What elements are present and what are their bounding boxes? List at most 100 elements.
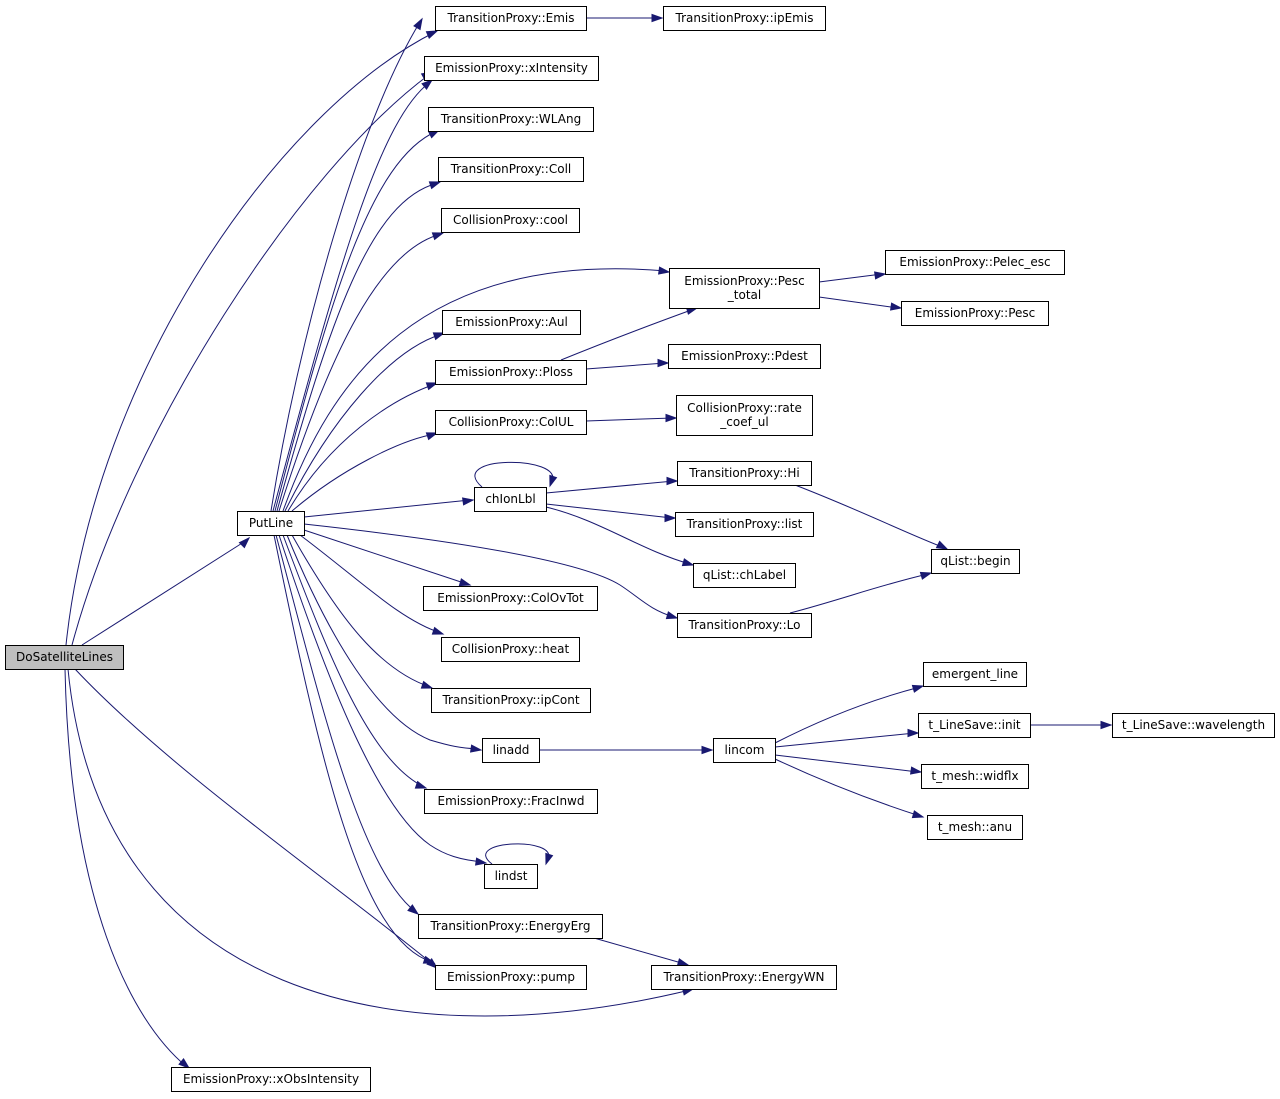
node-ipcont[interactable]: TransitionProxy::ipCont [431,688,591,713]
edge [794,484,946,549]
edge [303,529,468,585]
node-label: CollisionProxy::heat [452,642,570,656]
arrowhead [919,571,933,580]
node-box [677,613,812,638]
node-label: qList::begin [940,554,1010,568]
node-ratecoef[interactable]: CollisionProxy::rate_coef_ul [676,395,813,436]
edge [818,273,883,283]
edge [774,732,916,748]
node-aul[interactable]: EmissionProxy::Aul [442,310,581,335]
edge [291,534,431,688]
node-chionlbl[interactable]: chIonLbl [474,487,547,512]
node-pesctotal[interactable]: EmissionProxy::Pesc_total [669,268,820,309]
node-box [923,662,1027,687]
node-energyerg[interactable]: TransitionProxy::EnergyErg [418,914,603,939]
node-colul[interactable]: CollisionProxy::ColUL [435,410,587,435]
node-box [663,6,826,31]
arrowhead [651,13,664,23]
node-cool[interactable]: CollisionProxy::cool [441,208,580,233]
nodes: DoSatelliteLinesPutLineTransitionProxy::… [5,6,1275,1092]
arrowhead [658,266,671,275]
node-lsinit[interactable]: t_LineSave::init [918,713,1031,738]
node-label: TransitionProxy::EnergyWN [663,970,825,984]
edge [303,499,471,518]
node-emis[interactable]: TransitionProxy::Emis [435,6,587,31]
node-anu[interactable]: t_mesh::anu [927,815,1023,840]
node-hi[interactable]: TransitionProxy::Hi [677,461,812,486]
node-pesc[interactable]: EmissionProxy::Pesc [901,301,1049,326]
edge [286,534,479,750]
node-label: _total [727,288,761,302]
node-label: EmissionProxy::Pdest [681,349,808,363]
node-box [442,310,581,335]
arrowhead [935,540,949,550]
node-lo[interactable]: TransitionProxy::Lo [677,613,812,638]
node-ipemis[interactable]: TransitionProxy::ipEmis [663,6,826,31]
node-label: TransitionProxy::list [686,517,803,531]
node-fracinwd[interactable]: EmissionProxy::FracInwd [424,789,598,814]
node-ploss[interactable]: EmissionProxy::Ploss [435,360,587,385]
edge [275,534,417,913]
node-box [5,645,124,670]
node-label: EmissionProxy::xObsIntensity [183,1072,359,1086]
edge [287,383,436,512]
node-box [677,461,812,486]
edge [545,480,675,494]
node-list[interactable]: TransitionProxy::list [675,512,814,537]
node-box [484,864,538,889]
node-label: t_LineSave::wavelength [1122,718,1265,732]
edge [273,534,433,963]
node-box [435,965,587,990]
arrowhead [421,79,434,90]
edge [284,333,443,512]
node-begin[interactable]: qList::begin [931,549,1020,574]
node-colovtot[interactable]: EmissionProxy::ColOvTot [423,586,598,611]
node-wlang[interactable]: TransitionProxy::WLAng [428,107,594,132]
edge [585,417,674,422]
node-pdest[interactable]: EmissionProxy::Pdest [668,344,821,369]
node-lincom[interactable]: lincom [713,738,776,763]
node-box [901,301,1049,326]
node-box [424,789,598,814]
node-label: t_LineSave::init [928,718,1021,732]
node-emergent[interactable]: emergent_line [923,662,1027,687]
node-box [676,395,813,436]
arrowhead [874,271,887,280]
edge [774,754,919,773]
arrowhead [414,780,428,789]
node-box [237,511,305,536]
node-lindst[interactable]: lindst [484,864,538,889]
node-pelecesc[interactable]: EmissionProxy::Pelec_esc [885,250,1065,275]
node-box [474,487,547,512]
node-box [931,549,1020,574]
node-dosat[interactable]: DoSatelliteLines [5,645,124,670]
arrowhead [907,728,920,738]
node-xobs[interactable]: EmissionProxy::xObsIntensity [171,1067,371,1092]
node-linadd[interactable]: linadd [482,738,540,763]
node-wavelength[interactable]: t_LineSave::wavelength [1112,713,1275,738]
node-label: t_mesh::widflx [931,769,1018,783]
edge [291,433,436,512]
node-chlabel[interactable]: qList::chLabel [693,563,796,588]
node-coll[interactable]: TransitionProxy::Coll [438,157,584,182]
edge [474,461,554,488]
node-widflx[interactable]: t_mesh::widflx [921,764,1029,789]
node-label: CollisionProxy::rate [687,401,802,415]
node-energywn[interactable]: TransitionProxy::EnergyWN [651,965,837,990]
node-heat[interactable]: CollisionProxy::heat [441,637,580,662]
node-label: CollisionProxy::ColUL [449,415,574,429]
node-label: TransitionProxy::Hi [688,466,799,480]
node-box [921,764,1029,789]
node-xintensity[interactable]: EmissionProxy::xIntensity [424,56,599,81]
node-box [435,6,587,31]
node-label: TransitionProxy::ipEmis [675,11,814,25]
node-putline[interactable]: PutLine [237,511,305,536]
node-box [482,738,540,763]
node-pump[interactable]: EmissionProxy::pump [435,965,587,990]
arrowhead [701,745,714,755]
node-box [669,268,820,309]
node-box [424,56,599,81]
arrowhead [475,857,488,866]
arrowhead [665,611,679,620]
